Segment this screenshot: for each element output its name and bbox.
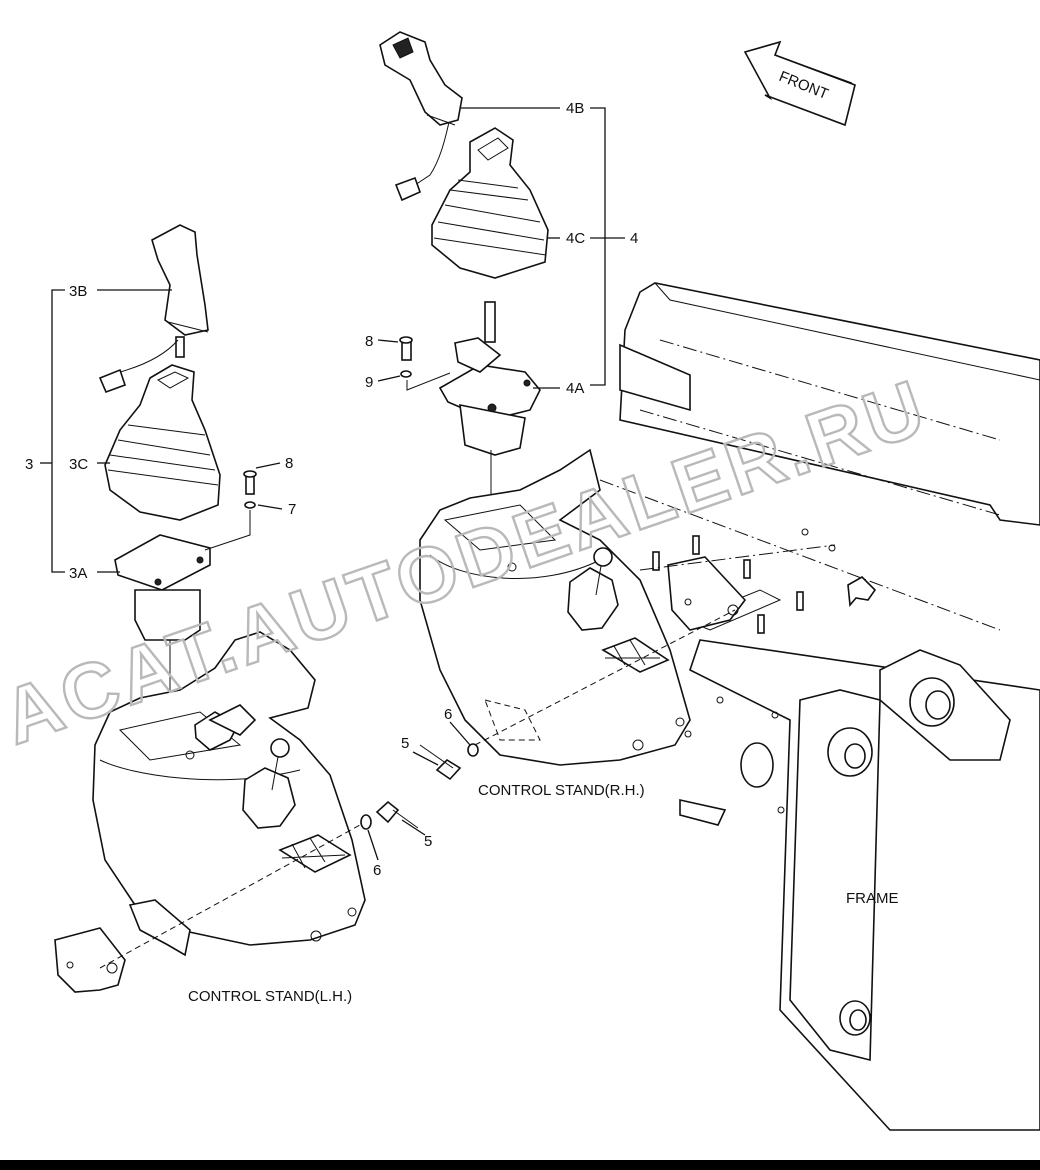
callout-5-right: 5 xyxy=(401,735,409,752)
callout-6-left: 6 xyxy=(373,862,381,879)
lh-joystick-boot xyxy=(104,364,221,521)
callout-8-top: 8 xyxy=(365,333,373,350)
callout-6-right: 6 xyxy=(444,706,452,723)
callout-7: 7 xyxy=(288,501,296,518)
callout-4B: 4B xyxy=(566,100,584,117)
rh-joystick-boot xyxy=(431,127,549,279)
callout-3A: 3A xyxy=(69,565,87,582)
callout-3C: 3C xyxy=(69,456,88,473)
callout-labels: 4B 4C 4 4A 8 9 3B 3 3C 3A 8 7 6 5 5 6 xyxy=(25,100,638,879)
control-stand-rh xyxy=(419,448,736,766)
callout-9: 9 xyxy=(365,374,373,391)
frame-label: FRAME xyxy=(846,890,899,907)
lh-bolt-washer-lower xyxy=(360,800,419,830)
rh-bolt-washer xyxy=(399,336,451,391)
lh-bolt-washer xyxy=(204,470,257,551)
callout-5-left: 5 xyxy=(424,833,432,850)
lh-joystick-base xyxy=(114,534,211,700)
rh-joystick-base xyxy=(438,301,541,520)
callout-leaders xyxy=(40,107,625,861)
rh-joystick-grip xyxy=(379,31,463,202)
control-stand-lh xyxy=(92,631,366,946)
control-stand-rh-label: CONTROL STAND(R.H.) xyxy=(478,782,645,799)
callout-8-left: 8 xyxy=(285,455,293,472)
control-stand-lh-label: CONTROL STAND(L.H.) xyxy=(188,988,352,1005)
callout-3: 3 xyxy=(25,456,33,473)
callout-4A: 4A xyxy=(566,380,584,397)
callout-4: 4 xyxy=(630,230,638,247)
lh-mount-bracket xyxy=(54,824,361,993)
front-arrow xyxy=(743,40,856,127)
callout-3B: 3B xyxy=(69,283,87,300)
lh-joystick-grip xyxy=(98,224,209,394)
bottom-border xyxy=(0,1160,1040,1170)
rh-bolt-washer-lower xyxy=(419,743,479,781)
frame-structure xyxy=(599,282,1040,1131)
callout-4C: 4C xyxy=(566,230,585,247)
